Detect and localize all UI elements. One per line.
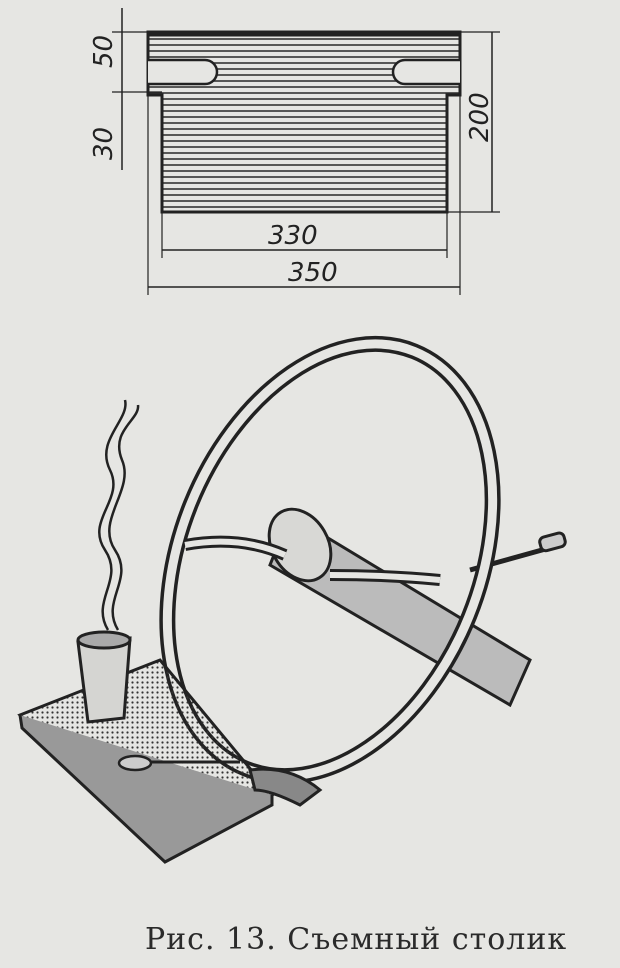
dim-200: 200 bbox=[465, 92, 495, 142]
dim-30: 30 bbox=[89, 127, 119, 160]
right-slot bbox=[391, 58, 460, 86]
left-slot bbox=[148, 58, 219, 86]
cup bbox=[76, 630, 132, 724]
steering-column bbox=[267, 507, 567, 708]
figure-caption: Рис. 13. Съемный столик bbox=[145, 922, 568, 957]
dim-50: 50 bbox=[89, 35, 119, 68]
steam bbox=[98, 399, 140, 631]
dim-350: 350 bbox=[288, 258, 338, 288]
table-plan-view bbox=[112, 8, 500, 295]
dim-330: 330 bbox=[268, 221, 318, 251]
spoon bbox=[117, 754, 240, 772]
